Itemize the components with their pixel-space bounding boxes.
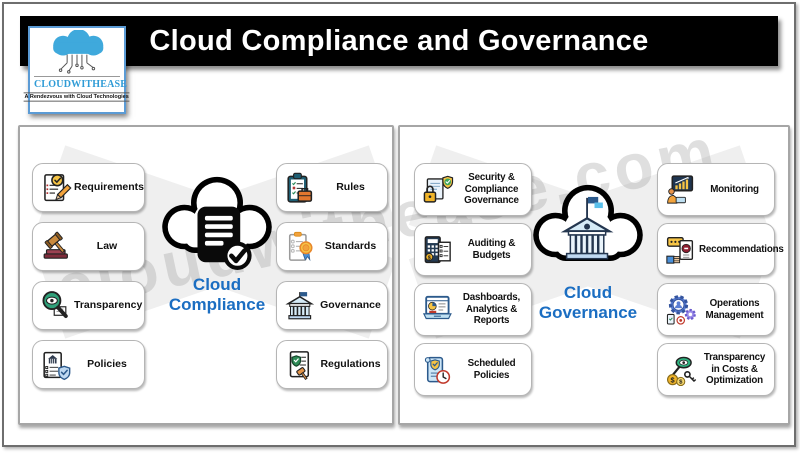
item-transparency-costs-optimization: $ $ Transparency in Costs & Optimization bbox=[657, 343, 775, 396]
title-bar: Cloud Compliance and Governance bbox=[20, 16, 778, 66]
cloud-governance-label: Cloud Governance bbox=[538, 283, 638, 323]
item-transparency: Transparency bbox=[32, 281, 145, 330]
item-dashboards-analytics-reports: Dashboards, Analytics & Reports bbox=[414, 283, 532, 336]
policies-icon bbox=[37, 348, 73, 382]
item-rules: Rules bbox=[276, 163, 388, 212]
scheduled-policies-icon bbox=[419, 353, 455, 387]
item-requirements: Requirements bbox=[32, 163, 145, 212]
logo-tagline: A Rendezvous with Cloud Technologies bbox=[23, 92, 131, 102]
item-label: Dashboards, Analytics & Reports bbox=[462, 291, 521, 327]
governance-panel: cloudwithease.com Security & Compliance … bbox=[398, 125, 790, 425]
recommendations-icon bbox=[662, 233, 698, 267]
item-label: Regulations bbox=[320, 358, 381, 371]
svg-text:$: $ bbox=[671, 375, 675, 384]
cloud-compliance-label: Cloud Compliance bbox=[168, 275, 266, 315]
item-security-compliance-governance: Security & Compliance Governance bbox=[414, 163, 532, 216]
security-compliance-icon bbox=[419, 173, 455, 207]
item-recommendations: Recommendations bbox=[657, 223, 784, 276]
transparency-costs-icon: $ $ bbox=[662, 353, 698, 387]
rules-icon bbox=[281, 171, 317, 205]
item-label: Standards bbox=[324, 240, 377, 253]
item-label: Law bbox=[96, 240, 118, 253]
governance-icon bbox=[281, 289, 317, 323]
item-scheduled-policies: Scheduled Policies bbox=[414, 343, 532, 396]
item-label: Transparency in Costs & Optimization bbox=[703, 351, 766, 387]
item-standards: Standards bbox=[276, 222, 388, 271]
operations-management-icon bbox=[662, 293, 698, 327]
item-label: Auditing & Budgets bbox=[467, 237, 516, 261]
item-label: Recommendations bbox=[699, 243, 784, 255]
logo: CLOUDWITHEASE A Rendezvous with Cloud Te… bbox=[23, 26, 131, 114]
item-law: Law bbox=[32, 222, 145, 271]
auditing-budgets-icon: $ bbox=[419, 233, 455, 267]
dashboards-analytics-icon bbox=[419, 293, 455, 327]
item-governance: Governance bbox=[276, 281, 388, 330]
monitoring-icon bbox=[662, 173, 698, 207]
governance-left-column: Security & Compliance Governance $ bbox=[414, 163, 532, 396]
item-policies: Policies bbox=[32, 340, 145, 389]
governance-right-column: Monitoring Recommendations bbox=[657, 163, 784, 396]
cloud-document-check-icon bbox=[162, 176, 272, 270]
item-monitoring: Monitoring bbox=[657, 163, 775, 216]
requirements-icon bbox=[37, 171, 73, 205]
svg-text:$: $ bbox=[679, 379, 683, 385]
logo-name: CLOUDWITHEASE bbox=[34, 76, 127, 90]
item-label: Operations Management bbox=[705, 297, 764, 321]
cloud-governance-center: Cloud Governance bbox=[508, 183, 668, 323]
regulations-icon bbox=[281, 348, 317, 382]
page-title: Cloud Compliance and Governance bbox=[149, 25, 649, 57]
item-label: Transparency bbox=[74, 299, 143, 312]
item-label: Policies bbox=[87, 358, 127, 371]
svg-text:$: $ bbox=[428, 255, 431, 261]
compliance-panel: cloudwithease.com Requirements bbox=[18, 125, 394, 425]
item-regulations: Regulations bbox=[276, 340, 388, 389]
law-icon bbox=[37, 230, 73, 264]
item-label: Requirements bbox=[74, 181, 145, 194]
cloud-compliance-center: Cloud Compliance bbox=[142, 175, 292, 315]
cloudwithease-logo-icon bbox=[53, 30, 104, 74]
item-auditing-budgets: $ Auditing & Budgets bbox=[414, 223, 532, 276]
item-label: Monitoring bbox=[710, 183, 759, 195]
cloud-bank-icon bbox=[533, 184, 643, 261]
compliance-right-column: Rules Standards bbox=[276, 163, 388, 389]
compliance-left-column: Requirements Law bbox=[32, 163, 145, 389]
item-label: Rules bbox=[336, 181, 365, 194]
item-label: Scheduled Policies bbox=[467, 357, 516, 381]
item-label: Security & Compliance Governance bbox=[464, 171, 519, 207]
item-label: Governance bbox=[320, 299, 381, 312]
standards-icon bbox=[281, 230, 317, 264]
transparency-icon bbox=[37, 289, 73, 323]
item-operations-management: Operations Management bbox=[657, 283, 775, 336]
